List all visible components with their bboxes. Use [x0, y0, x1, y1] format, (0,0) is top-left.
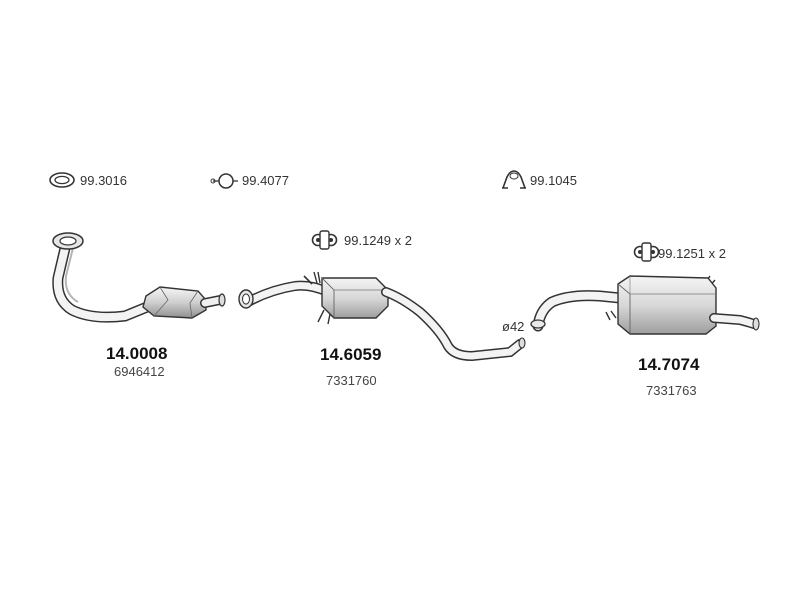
- oe-number-middle-silencer: 7331760: [326, 373, 377, 388]
- o-ring-icon: [210, 173, 238, 189]
- catalytic-converter-drawing: [52, 232, 226, 323]
- accessory-code-o-ring: 99.4077: [242, 173, 289, 188]
- accessory-code-mount-middle: 99.1249 x 2: [344, 233, 412, 248]
- rubber-mount-icon: [633, 242, 660, 262]
- clamp-icon: [502, 170, 526, 189]
- accessory-code-ring-gasket: 99.3016: [80, 173, 127, 188]
- rear-silencer-drawing: [530, 275, 760, 335]
- accessory-code-clamp: 99.1045: [530, 173, 577, 188]
- oe-number-rear-silencer: 7331763: [646, 383, 697, 398]
- accessory-code-mount-rear: 99.1251 x 2: [658, 246, 726, 261]
- part-number-rear-silencer: 14.7074: [638, 355, 700, 374]
- diameter-note: ø42: [502, 319, 525, 334]
- middle-silencer-drawing: [238, 271, 526, 362]
- ring-gasket-icon: [49, 172, 75, 188]
- part-number-middle-silencer: 14.6059: [320, 345, 382, 364]
- part-number-catalytic-converter: 14.0008: [106, 344, 168, 363]
- oe-number-catalytic-converter: 6946412: [114, 364, 165, 379]
- rubber-mount-icon: [311, 230, 338, 250]
